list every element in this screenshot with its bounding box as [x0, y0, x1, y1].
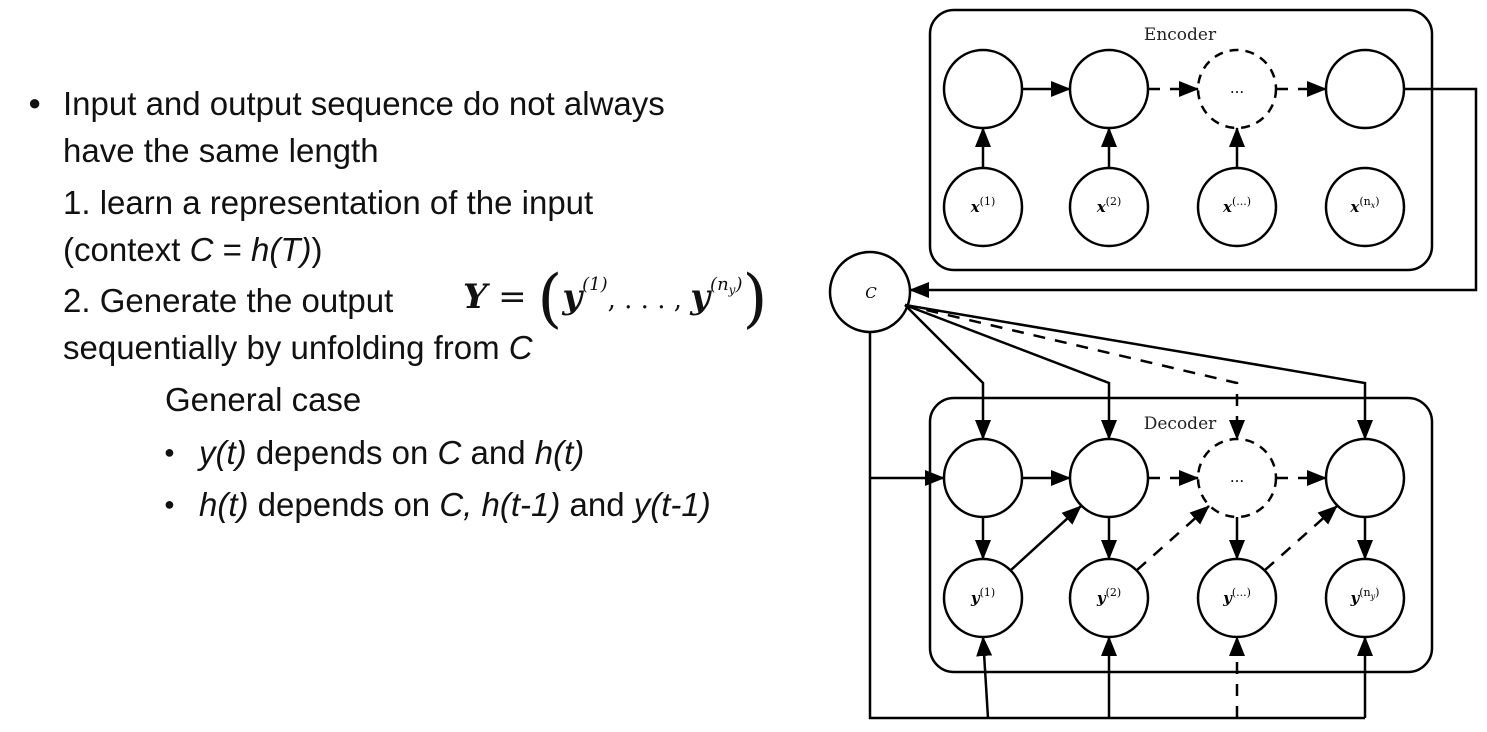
- decoder-output-label: y(...): [1222, 586, 1251, 607]
- encoder-box: [928, 8, 1434, 272]
- encoder-input-label: x(nx): [1349, 195, 1379, 216]
- context-to-decoder-arrow: [904, 303, 1245, 440]
- general-case-item1: y(t) depends on C and h(t): [199, 434, 585, 471]
- bullet-dot: ●: [28, 90, 42, 115]
- general-case-heading: General case: [165, 381, 362, 418]
- output-to-next-hidden-arrow: [1136, 505, 1210, 571]
- decoder-title: Decoder: [1144, 414, 1217, 434]
- output-to-next-hidden-arrow: [1010, 505, 1082, 571]
- encoder-hidden-node: [1068, 48, 1150, 130]
- decoder-output-label: y(1): [970, 586, 995, 607]
- step2-line2: sequentially by unfolding from C: [63, 329, 533, 366]
- encoder-input-label: x(...): [1222, 195, 1251, 216]
- encoder-input-label: x(2): [1096, 195, 1122, 216]
- decoder-box: [928, 396, 1434, 674]
- decoder-hidden-node: [942, 437, 1024, 519]
- encoder-to-context-arrow: [909, 87, 1478, 298]
- output-to-next-hidden-arrow: [1264, 505, 1338, 571]
- bullet-text-line2: have the same length: [63, 132, 379, 169]
- decoder-output-label: y(ny): [1350, 586, 1380, 607]
- encoder-title: Encoder: [1144, 25, 1217, 45]
- encoder-hidden-node: [942, 48, 1024, 130]
- step1-line1: 1. learn a representation of the input: [63, 184, 594, 221]
- decoder-output-label: y(2): [1096, 586, 1121, 607]
- encoder-hidden-node: [1324, 48, 1406, 130]
- decoder-hidden-node: [1068, 437, 1150, 519]
- bottom-to-output-arrow: [976, 636, 993, 719]
- encoder-input-label: x(1): [970, 195, 996, 216]
- encoder-ellipsis-label: ...: [1230, 79, 1244, 97]
- step2-line1: 2. Generate the output: [63, 282, 394, 319]
- context-to-decoder-arrow: [904, 304, 991, 440]
- context-to-decoder-arrow: [904, 303, 1373, 440]
- bullet-dot: ●: [164, 442, 175, 462]
- context-bottom-line: [868, 332, 1365, 720]
- context-node-label: C: [865, 284, 877, 302]
- bullet-dot: ●: [164, 494, 175, 514]
- output-sequence-formula: Y = (y(1), . . . , y(ny)): [463, 262, 768, 336]
- encoder-input-node: [1324, 166, 1406, 248]
- general-case-item2: h(t) depends on C, h(t-1) and y(t-1): [199, 486, 711, 523]
- decoder-ellipsis-label: ...: [1230, 468, 1244, 486]
- context-to-decoder-arrow: [904, 303, 1117, 440]
- step1-line2: (context C = h(T)): [63, 231, 323, 268]
- bullet-text-line1: Input and output sequence do not always: [63, 85, 665, 122]
- decoder-hidden-node: [1324, 437, 1406, 519]
